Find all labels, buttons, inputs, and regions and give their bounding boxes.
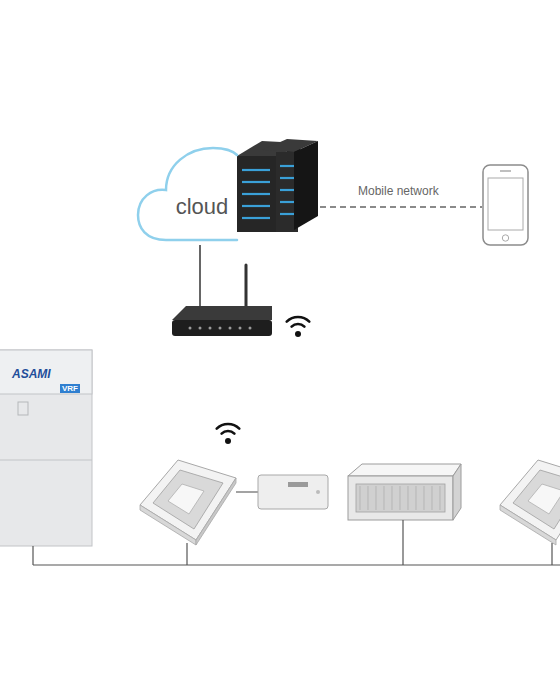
mobile-link [320,206,482,208]
router-led [249,327,252,330]
control-wire [236,491,258,492]
outdoor-casing [0,350,92,546]
cassette-center [168,484,204,514]
phone-body [483,165,528,245]
cassette-center [528,484,560,514]
cassette-grille [513,470,560,529]
controller-body [258,475,328,509]
uplink-wire [199,245,201,306]
outdoor-unit [0,350,92,546]
duct-vane [368,486,369,510]
duct-vane [376,486,377,510]
node-label: cloud [176,194,229,219]
controller-plate [288,482,308,487]
server-stripe [242,169,270,171]
duct-vane [400,486,401,510]
server-stripe [280,177,294,179]
duct-vane [384,486,385,510]
duct-front [348,476,453,520]
router-led [229,327,232,330]
duct-vane [432,486,433,510]
server-icon [237,139,318,232]
cassette-unit [140,460,236,545]
server-lights [242,166,294,218]
outdoor-panel-seam [0,460,92,461]
cassette-unit [500,460,560,545]
cassette-grille [153,470,223,529]
bus-drop [186,543,187,565]
duct-side [453,464,461,520]
wifi-arc [287,317,310,322]
controller-box [258,475,328,509]
phone-speaker [500,170,511,172]
outdoor-handle [18,402,28,415]
server-stripe [242,181,270,183]
router-led [199,327,202,330]
server-stripe [242,205,270,207]
duct-vane [440,486,441,510]
router-leds [189,327,252,330]
router-led [219,327,222,330]
wifi-dot [225,438,231,444]
duct-vane [360,486,361,510]
phone-screen [488,178,523,230]
cloud-outline-path [138,148,237,240]
server-stripe [280,165,294,167]
duct-vane [424,486,425,510]
server-stripe [242,217,270,219]
bus-drop [551,543,552,565]
duct-vane [392,486,393,510]
server-front [237,156,276,232]
server-stripe [280,201,294,203]
brand-logo: ASAMI [12,368,51,382]
badge-text: VRF [60,384,80,393]
bus-line [33,564,560,565]
phone-icon [483,165,528,245]
wifi-dot [295,331,301,337]
bus-drop [402,520,403,565]
router-led [189,327,192,330]
network-label: Mobile network [357,185,440,199]
router-led [239,327,242,330]
server-stripe [242,193,270,195]
router-top [172,306,272,320]
duct-top [348,464,461,476]
bus-drop [32,546,33,565]
server-stripe [280,213,294,215]
wifi-icon [217,317,310,434]
outdoor-top-panel [0,350,92,394]
bus-wiring [33,520,560,565]
duct-vane [416,486,417,510]
cloud-node: cloud [138,140,303,250]
router-front [172,320,272,336]
wifi-arc [292,324,305,327]
router-led [209,327,212,330]
duct-vanes [360,486,440,510]
duct-unit [348,464,461,520]
router-antenna [245,265,248,306]
server-stripe [280,189,294,191]
server-side [294,141,318,230]
wifi-arc [217,424,240,429]
wifi-arc [222,431,235,434]
controller-screw [316,490,320,494]
duct-vane [408,486,409,510]
phone-button [502,235,508,241]
router-icon [172,265,272,336]
duct-grille [356,484,445,512]
